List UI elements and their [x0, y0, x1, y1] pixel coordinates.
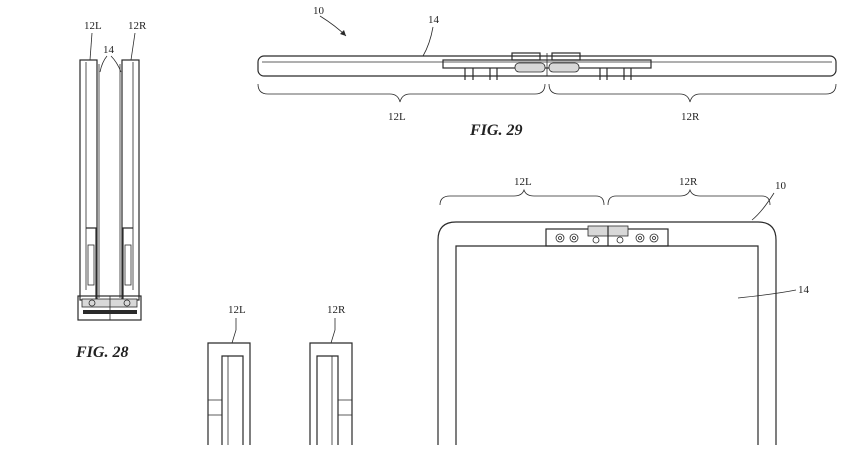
fig28-label-12r: 12R	[128, 20, 147, 32]
fig31-label-12l: 12L	[228, 304, 246, 316]
fig28-hinge-pin-right	[123, 299, 131, 307]
fig29-hinge-knuckle-right	[548, 62, 580, 73]
fig30-brace-12r	[607, 188, 771, 206]
fig29-brace-12r	[548, 83, 837, 103]
fig30-leader-14	[737, 289, 797, 299]
fig28-right-housing	[121, 59, 140, 301]
fig31-left-inner-wall	[221, 355, 244, 445]
fig28-leader-12l	[89, 32, 93, 61]
fig29-mounting-posts	[464, 68, 632, 80]
fig28-leader-14	[99, 55, 122, 73]
fig30-label-12l: 12L	[514, 176, 532, 188]
fig28-caption: FIG. 28	[75, 344, 128, 361]
fig30-screw-center	[572, 236, 576, 240]
fig30-screw	[592, 236, 600, 244]
fig31-right-bracket	[338, 399, 352, 416]
fig-31-partial-sections: 12L 12R	[207, 304, 353, 445]
fig31-leader-12r	[330, 318, 336, 344]
fig28-hinge-brackets	[86, 227, 133, 300]
fig30-screw-center	[638, 236, 642, 240]
fig30-screw	[555, 233, 565, 243]
fig31-leader-12l	[231, 318, 237, 344]
fig28-label-12l: 12L	[84, 20, 102, 32]
fig29-label-12r: 12R	[681, 111, 700, 123]
fig29-brace-12l	[257, 83, 546, 103]
fig28-hinge-plate	[81, 298, 138, 308]
fig28-left-housing	[79, 59, 98, 301]
fig30-screw	[616, 236, 624, 244]
fig30-screw	[649, 233, 659, 243]
fig30-screw-center	[558, 236, 562, 240]
fig28-hinge-housing	[77, 295, 142, 321]
fig29-leader-14	[422, 26, 434, 57]
fig30-label-14: 14	[798, 284, 810, 296]
fig30-leader-10	[751, 192, 775, 221]
fig29-label-12l: 12L	[388, 111, 406, 123]
fig31-label-12r: 12R	[327, 304, 346, 316]
fig28-label-14: 14	[103, 44, 115, 56]
fig30-hinge-latch-left	[587, 225, 609, 237]
fig29-hinge-knuckle-left	[514, 62, 546, 73]
fig29-label-14: 14	[428, 14, 440, 26]
fig30-hinge-latch-right	[607, 225, 629, 237]
fig29-hinge-bump-right	[551, 52, 581, 61]
fig31-left-bracket	[208, 399, 222, 416]
fig28-right-hinge-arm	[124, 244, 132, 286]
fig30-label-10: 10	[775, 180, 787, 192]
fig29-caption: FIG. 29	[469, 122, 522, 139]
fig29-hinge-bump-left	[511, 52, 541, 61]
fig28-hinge-pin-left	[88, 299, 96, 307]
fig30-brace-12l	[439, 188, 605, 206]
fig30-label-12r: 12R	[679, 176, 698, 188]
fig-28-folded-device: 12L 12R 14 FIG. 28	[75, 20, 147, 361]
fig30-outer-housing	[437, 221, 777, 445]
fig30-display	[455, 245, 759, 445]
fig31-left-housing	[207, 342, 251, 445]
fig30-screw	[569, 233, 579, 243]
fig29-arrowhead-10	[340, 30, 346, 36]
fig31-right-inner-wall	[316, 355, 339, 445]
fig29-label-10: 10	[313, 5, 325, 17]
fig30-hinge-screws	[555, 233, 659, 244]
fig28-leader-12r	[130, 32, 136, 61]
fig-29-unfolded-edge-view: 10 14 12L 12R FIG. 29	[257, 5, 837, 139]
fig30-screw	[635, 233, 645, 243]
fig-30-unfolded-front-view: 12L 12R 10 14	[437, 176, 810, 445]
fig28-left-hinge-arm	[87, 244, 95, 286]
fig31-right-housing	[309, 342, 353, 445]
fig30-screw-center	[652, 236, 656, 240]
